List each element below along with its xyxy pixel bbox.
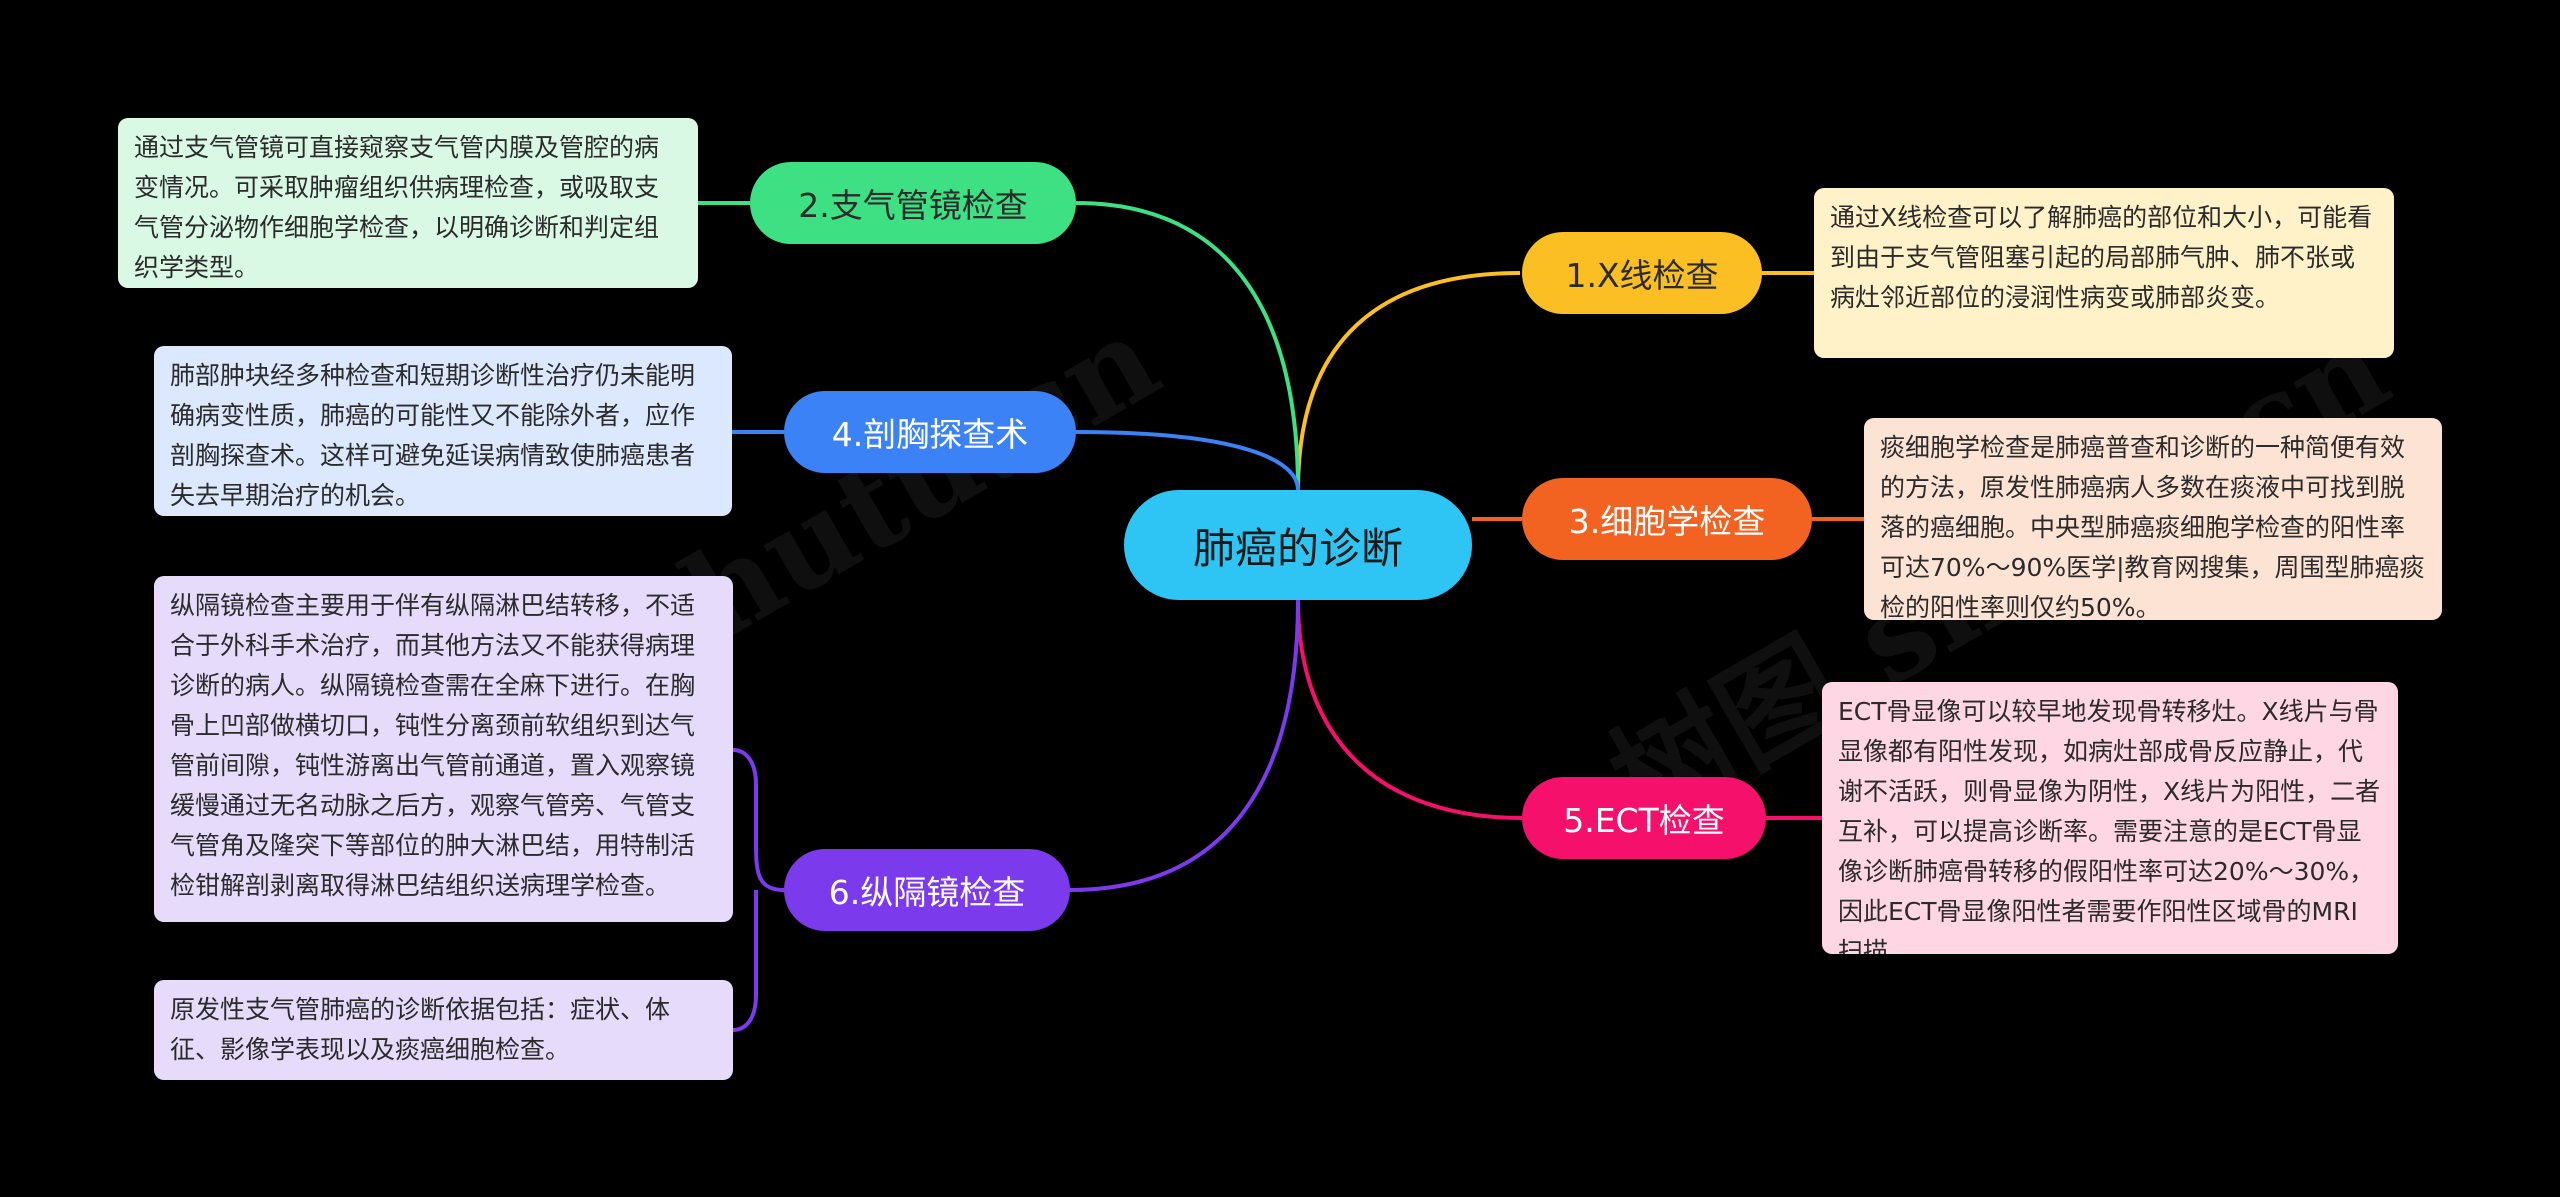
branch-bronchoscopy[interactable]: 2.支气管镜检查 xyxy=(750,162,1076,244)
branch-thoracotomy[interactable]: 4.剖胸探查术 xyxy=(784,391,1076,473)
note-mediastinoscopy: 纵隔镜检查主要用于伴有纵隔淋巴结转移，不适合于外科手术治疗，而其他方法又不能获得… xyxy=(154,576,733,922)
note-cytology: 痰细胞学检查是肺癌普查和诊断的一种简便有效的方法，原发性肺癌病人多数在痰液中可找… xyxy=(1864,418,2442,620)
note-ect: ECT骨显像可以较早地发现骨转移灶。X线片与骨显像都有阳性发现，如病灶部成骨反应… xyxy=(1822,682,2398,954)
note-diagnosis-basis: 原发性支气管肺癌的诊断依据包括：症状、体征、影像学表现以及痰癌细胞检查。 xyxy=(154,980,733,1080)
branch-mediastinoscopy[interactable]: 6.纵隔镜检查 xyxy=(784,849,1070,931)
branch-ect[interactable]: 5.ECT检查 xyxy=(1522,777,1766,859)
connector-central-medi xyxy=(1069,599,1300,892)
branch-cytology[interactable]: 3.细胞学检查 xyxy=(1522,478,1812,560)
branch-xray[interactable]: 1.X线检查 xyxy=(1522,232,1762,314)
note-xray: 通过X线检查可以了解肺癌的部位和大小，可能看到由于支气管阻塞引起的局部肺气肿、肺… xyxy=(1814,188,2394,358)
note-bronchoscopy: 通过支气管镜可直接窥察支气管内膜及管腔的病变情况。可采取肿瘤组织供病理检查，或吸… xyxy=(118,118,698,288)
connector-central-ect xyxy=(1296,599,1523,820)
central-topic[interactable]: 肺癌的诊断 xyxy=(1124,490,1472,600)
connector-central-thorac xyxy=(1075,430,1300,491)
connector-medi-notes xyxy=(732,748,785,1032)
connector-central-bronch xyxy=(1075,201,1300,491)
connector-central-xray xyxy=(1296,271,1521,491)
note-thoracotomy: 肺部肿块经多种检查和短期诊断性治疗仍未能明确病变性质，肺癌的可能性又不能除外者，… xyxy=(154,346,732,516)
